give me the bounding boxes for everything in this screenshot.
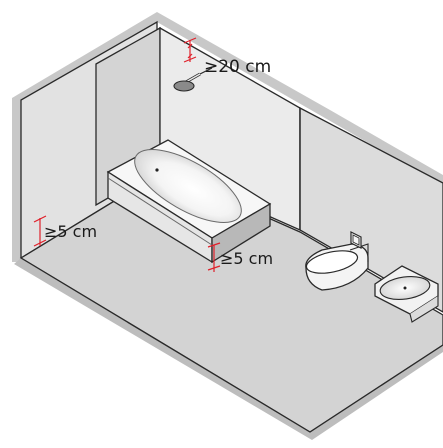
flush-plate-icon: [350, 231, 362, 249]
toilet-icon: [305, 243, 369, 291]
room-right-frame: [157, 12, 443, 186]
dimension-wall: [33, 215, 47, 247]
room-outer-frame: [12, 12, 157, 262]
shower-head-icon: [173, 67, 213, 92]
wall-clearance-label: ≥5 cm: [44, 222, 97, 241]
shower-clearance-label: ≥20 cm: [204, 57, 271, 77]
dimension-tub: [207, 242, 221, 272]
tub-clearance-label: ≥5 cm: [220, 249, 273, 268]
bathtub-icon: [106, 139, 272, 264]
washbasin-icon: [374, 265, 439, 323]
dimension-shower: [183, 37, 197, 63]
